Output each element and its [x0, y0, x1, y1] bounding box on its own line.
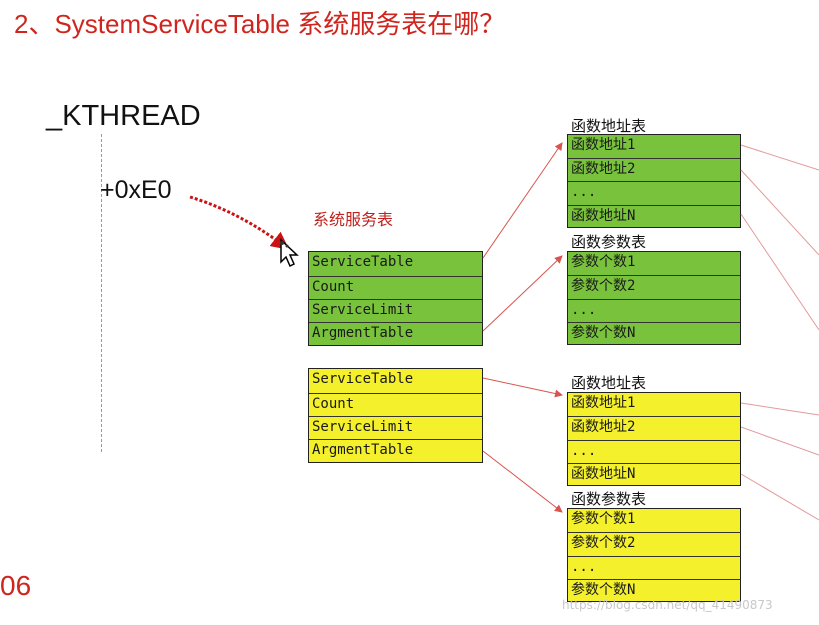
- table-row: ServiceLimit: [309, 299, 482, 322]
- green-param-table-header: 函数参数表: [571, 233, 647, 251]
- slide-title: 2、SystemServiceTable 系统服务表在哪？: [14, 9, 506, 39]
- arrow: [740, 473, 819, 521]
- arrow: [740, 169, 819, 256]
- table-row: 参数个数N: [568, 579, 740, 602]
- yellow-func-address-table: 函数地址1 函数地址2 ... 函数地址N: [567, 392, 741, 486]
- yellow-param-table-header: 函数参数表: [571, 490, 647, 508]
- table-row: ServiceTable: [312, 254, 414, 270]
- yellow-func-table-header: 函数地址表: [571, 374, 647, 392]
- offset-label: +0xE0: [100, 176, 172, 204]
- green-param-count-table: 参数个数1 参数个数2 ... 参数个数N: [567, 251, 741, 345]
- arrow: [740, 402, 819, 416]
- arrow: [740, 426, 819, 456]
- table-row: ...: [568, 440, 740, 463]
- arrow: [482, 377, 563, 398]
- table-row: ArgmentTable: [309, 439, 482, 463]
- arrow: [482, 255, 563, 332]
- arrow: [482, 450, 563, 513]
- table-row: 函数地址1: [571, 395, 636, 411]
- table-row: Count: [309, 276, 482, 299]
- table-row: 参数个数2: [568, 532, 740, 556]
- arrow: [482, 142, 563, 259]
- pointer-arrow: [189, 195, 290, 250]
- table-row: 函数地址1: [571, 137, 636, 153]
- arrow: [740, 144, 819, 171]
- table-row: Count: [309, 393, 482, 416]
- watermark: https://blog.csdn.net/qq_41490873: [562, 598, 773, 612]
- mouse-cursor-icon: [280, 238, 299, 268]
- table-row: 函数地址N: [568, 205, 740, 228]
- table-row: 函数地址2: [568, 416, 740, 440]
- arrow: [740, 213, 819, 331]
- table-row: 参数个数1: [571, 511, 636, 527]
- yellow-service-table: ServiceTable Count ServiceLimit ArgmentT…: [308, 368, 483, 463]
- kthread-label: _KTHREAD: [46, 100, 201, 132]
- page-number: 06: [0, 570, 32, 601]
- table-row: 函数地址N: [568, 463, 740, 486]
- green-func-table-header: 函数地址表: [571, 117, 647, 135]
- table-row: 参数个数2: [568, 275, 740, 299]
- table-row: ServiceLimit: [309, 416, 482, 439]
- system-service-table-label: 系统服务表: [313, 210, 394, 229]
- table-row: ...: [568, 299, 740, 322]
- table-row: ...: [568, 181, 740, 205]
- table-row: ArgmentTable: [309, 322, 482, 346]
- yellow-param-count-table: 参数个数1 参数个数2 ... 参数个数N: [567, 508, 741, 602]
- table-row: ServiceTable: [312, 371, 414, 387]
- kthread-structure-line: [101, 134, 102, 452]
- table-row: 参数个数1: [571, 254, 636, 270]
- green-service-table: ServiceTable Count ServiceLimit ArgmentT…: [308, 251, 483, 346]
- table-row: 函数地址2: [568, 158, 740, 181]
- green-func-address-table: 函数地址1 函数地址2 ... 函数地址N: [567, 134, 741, 228]
- table-row: 参数个数N: [568, 322, 740, 345]
- table-row: ...: [568, 556, 740, 579]
